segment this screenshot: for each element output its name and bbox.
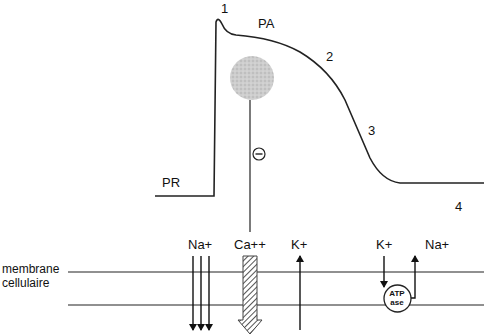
membrane-label: membrane cellulaire [2,262,66,290]
diagram-label: Ca++ [234,238,266,252]
diagram-label: 3 [368,124,375,138]
pump-sodium-arrow [410,256,415,298]
diagram-label: Na+ [425,238,449,252]
calcium-arrow [238,256,262,334]
pump-potassium-arrow [383,256,384,287]
diagram-label: 1 [221,2,228,16]
inhibition-minus [256,153,263,154]
action-potential-curve [155,19,484,196]
sodium-arrow [200,256,201,330]
diagram-label: K+ [376,238,392,252]
diagram-label: K+ [291,238,307,252]
membrane-line [68,304,484,305]
membrane-line [68,271,484,272]
inhibition-symbol [253,148,265,160]
potassium-arrow [299,256,300,330]
node-text: ATP ase [387,289,407,307]
diagram-label: 2 [326,50,333,64]
blocker-disc [230,56,274,100]
sodium-arrow [208,256,209,330]
diagram-label: Na+ [188,238,212,252]
atpase-pump-circle: ATP ase [383,284,412,313]
diagram-label: PA [258,17,274,31]
diagram-label: PR [162,176,180,190]
inhibition-line [249,100,250,232]
diagram-label: 4 [455,200,462,214]
sodium-arrow [192,256,193,330]
